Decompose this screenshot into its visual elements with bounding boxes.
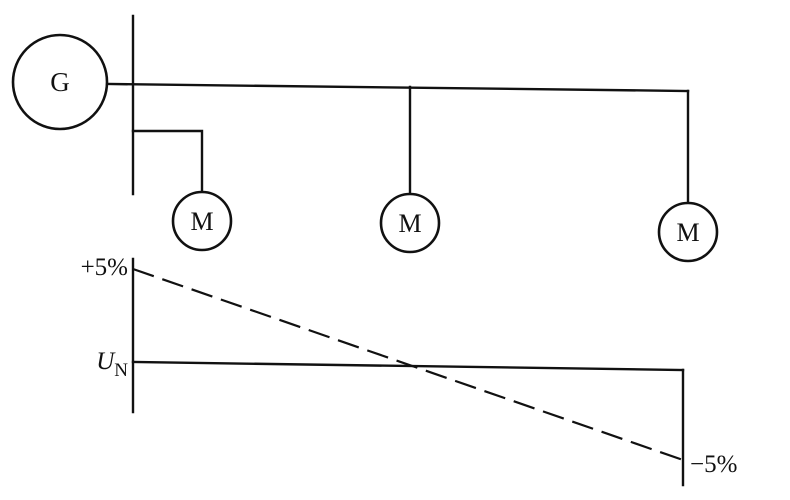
motor-2: M <box>379 192 441 254</box>
nominal-voltage-label: UN <box>96 348 128 381</box>
motor-1-label: M <box>190 207 213 236</box>
motor-3-circle <box>657 201 719 263</box>
minus-five-percent-label: −5% <box>690 451 737 478</box>
nominal-voltage-subscript: N <box>114 360 128 381</box>
nominal-voltage-symbol: U <box>96 348 116 375</box>
generator-label: G <box>50 67 70 97</box>
motor-3: M <box>657 201 719 263</box>
motor-1: M <box>171 190 233 252</box>
motor-3-label: M <box>676 218 699 247</box>
motor-2-label: M <box>398 209 421 238</box>
voltage-drop-dashed-line <box>132 267 684 462</box>
main-feeder-line <box>106 82 690 93</box>
plus-five-percent-label: +5% <box>81 254 128 281</box>
motor-1-feeder <box>131 129 204 193</box>
motor-2-circle <box>379 192 441 254</box>
motor-1-circle <box>171 190 233 252</box>
generator: G <box>11 33 109 131</box>
generator-circle <box>11 33 109 131</box>
nominal-voltage-line <box>131 360 685 372</box>
